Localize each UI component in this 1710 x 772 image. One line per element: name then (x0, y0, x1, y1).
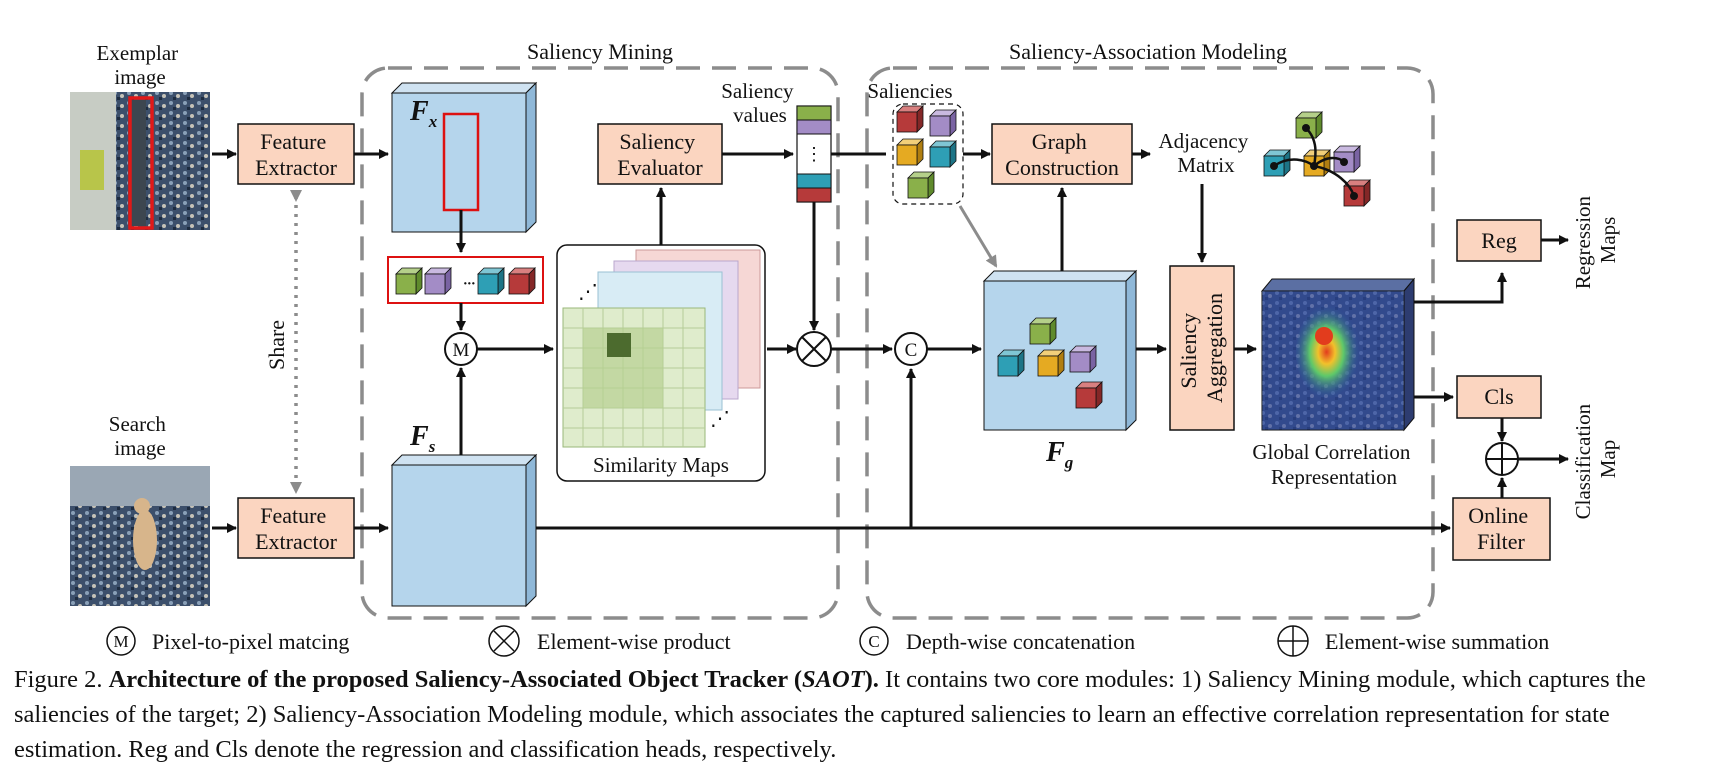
svg-text:·: · (470, 273, 477, 295)
figure-caption: Figure 2. Architecture of the proposed S… (14, 662, 1704, 767)
saliencies-label: Saliencies (867, 79, 952, 103)
fx-label: Fx (409, 96, 438, 131)
legend-summation: Element-wise summation (1325, 629, 1549, 654)
legend: M Pixel-to-pixel matcing Element-wise pr… (106, 625, 1549, 657)
similarity-maps: ⋰ ⋰ Similarity Maps (556, 244, 766, 482)
saliencies-cube-group (892, 103, 964, 205)
svg-text:Online Filter: Online Filter (1468, 503, 1533, 554)
svg-text:C: C (905, 340, 918, 361)
svg-text:C: C (868, 632, 879, 651)
caption-prefix: Figure 2. (14, 666, 103, 693)
fx-feature-map (390, 81, 538, 234)
similarity-maps-label: Similarity Maps (593, 453, 729, 477)
cls-head: Cls (1456, 375, 1542, 419)
svg-text:⋰: ⋰ (710, 408, 730, 430)
svg-text:⋮: ⋮ (805, 144, 823, 164)
global-correlation-label: Global Correlation Representation (1252, 440, 1415, 489)
svg-text:⋰: ⋰ (578, 281, 598, 303)
fs-label: Fs (409, 421, 436, 456)
svg-text:Reg: Reg (1481, 228, 1516, 253)
saliency-values-label: Saliency values (721, 79, 799, 127)
svg-text:·: · (466, 273, 473, 295)
graph-of-saliencies (1263, 111, 1371, 207)
saliency-association-module (865, 66, 1435, 620)
svg-text:Cls: Cls (1484, 384, 1513, 409)
svg-text:Graph Construction: Graph Construction (1005, 129, 1119, 180)
global-correlation-map (1260, 277, 1416, 432)
caption-title: Architecture of the proposed Saliency-As… (108, 666, 879, 693)
search-image-label: Search image (109, 412, 171, 460)
svg-text:Saliency Evaluator: Saliency Evaluator (617, 129, 703, 180)
search-image (70, 466, 210, 606)
share-label: Share (264, 320, 289, 370)
element-wise-product-operator (796, 331, 832, 367)
legend-product: Element-wise product (537, 629, 731, 654)
fg-feature-map (982, 269, 1138, 432)
online-filter: Online Filter (1452, 497, 1551, 561)
svg-text:Saliency Aggregation: Saliency Aggregation (1176, 293, 1227, 403)
legend-matching: Pixel-to-pixel matcing (152, 629, 349, 654)
pixel-matching-operator: M (444, 332, 478, 366)
adjacency-matrix-label: Adjacency Matrix (1158, 129, 1253, 177)
svg-text:Feature Extractor: Feature Extractor (255, 129, 338, 180)
svg-text:M: M (113, 632, 128, 651)
saliency-values-column: ⋮ (796, 105, 832, 203)
classification-map-label: Classification Map (1571, 399, 1620, 520)
fg-label: Fg (1045, 437, 1074, 472)
exemplar-image (70, 92, 210, 230)
reg-head: Reg (1456, 219, 1542, 262)
depth-concat-operator: C (894, 332, 928, 366)
element-wise-sum-operator (1485, 442, 1519, 476)
feature-extractor-bottom: Feature Extractor (237, 497, 355, 559)
caption-body: It contains two core modules: 1) Salienc… (14, 666, 1646, 763)
legend-concat: Depth-wise concatenation (906, 629, 1135, 654)
graph-construction: Graph Construction (991, 123, 1133, 185)
architecture-diagram: Saliency Mining Saliency-Association Mod… (70, 39, 1620, 657)
saliency-aggregation: Saliency Aggregation (1169, 265, 1235, 431)
saliency-association-title: Saliency-Association Modeling (1009, 39, 1287, 64)
saliency-mining-title: Saliency Mining (527, 39, 673, 64)
svg-text:·: · (462, 273, 469, 295)
svg-text:Feature Extractor: Feature Extractor (255, 503, 338, 554)
exemplar-cube-strip: · · · (387, 256, 544, 304)
saliency-evaluator: Saliency Evaluator (597, 123, 723, 185)
fs-feature-map (390, 453, 538, 608)
exemplar-image-label: Exemplar image (97, 41, 184, 89)
regression-maps-label: Regression Maps (1571, 191, 1620, 290)
svg-text:M: M (453, 340, 470, 361)
feature-extractor-top: Feature Extractor (237, 123, 355, 185)
